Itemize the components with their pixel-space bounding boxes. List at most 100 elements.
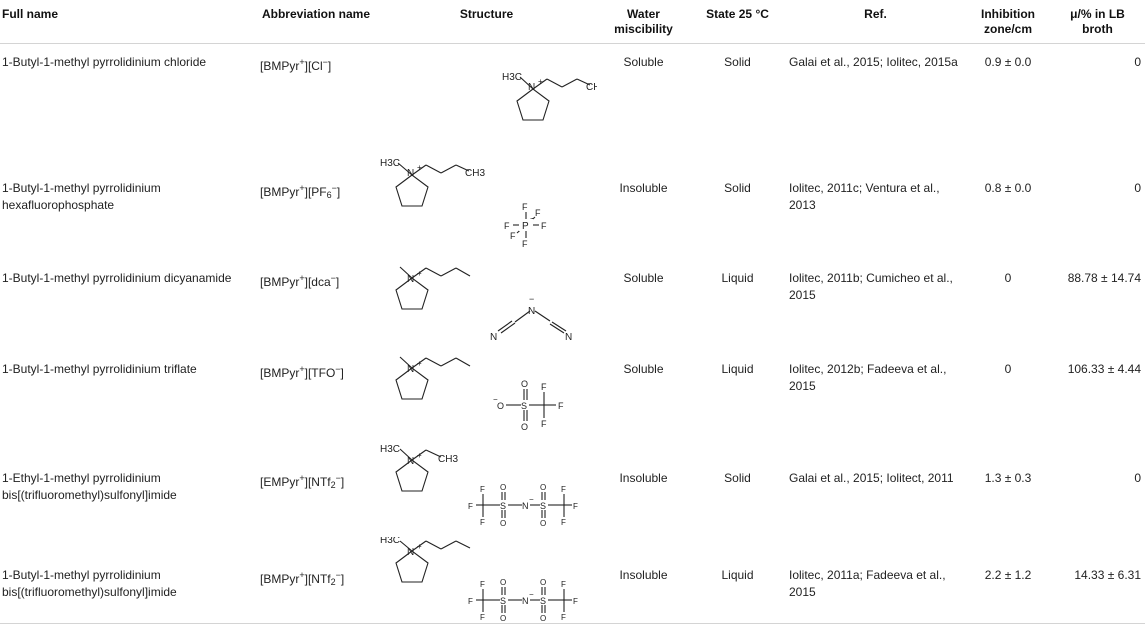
table-row: 1-Butyl-1-methyl pyrrolidinium bis[(trif… [0,537,1145,624]
structure-bmpyr-chloride: H3C N + CH3 Cl [502,72,597,121]
inhibition-cell: 0 [1004,271,1012,285]
full-name-cell: 1-Ethyl-1-methyl pyrrolidinium bis[(trif… [2,471,177,502]
water-miscibility-cell: Soluble [623,55,664,69]
growth-rate-cell: 14.33 ± 6.31 [1050,537,1145,624]
svg-text:−: − [529,294,534,304]
state-cell: Solid [724,471,751,485]
structure-cell: H3C N + F F F S O O N − S O O F F F [376,537,597,624]
water-miscibility-cell: Insoluble [619,181,668,195]
inhibition-cell: 2.2 ± 1.2 [966,537,1050,624]
svg-text:+: + [538,77,543,86]
water-miscibility-cell: Insoluble [619,471,668,485]
header-abbreviation: Abbreviation name [256,0,376,44]
svg-text:O: O [500,519,506,528]
header-ref: Ref. [785,0,966,44]
water-miscibility-cell: Soluble [623,271,664,285]
svg-text:H3C: H3C [380,444,400,455]
svg-text:F: F [573,597,578,606]
water-miscibility-cell: Soluble [623,362,664,376]
svg-text:F: F [504,221,510,231]
table-row: 1-Butyl-1-methyl pyrrolidinium dicyanami… [0,258,1145,348]
svg-text:F: F [522,239,528,249]
structure-empyr-ntf2: H3C N + CH3 F F F S O O N − S O O F F [380,444,578,528]
svg-text:+: + [417,163,422,172]
full-name-cell: 1-Butyl-1-methyl pyrrolidinium hexafluor… [2,181,161,212]
svg-text:F: F [573,502,578,511]
svg-text:F: F [541,419,547,429]
full-name-cell: 1-Butyl-1-methyl pyrrolidinium dicyanami… [2,271,232,285]
svg-text:N: N [407,456,414,467]
svg-text:−: − [529,590,534,599]
svg-text:−: − [529,495,534,504]
ref-cell: Iolitec, 2012b; Fadeeva et al., 2015 [789,362,947,393]
svg-text:F: F [522,202,528,212]
svg-text:N: N [565,332,572,343]
svg-text:F: F [561,580,566,589]
ref-cell: Iolitec, 2011b; Cumicheo et al., 2015 [789,271,953,302]
svg-text:F: F [480,613,485,622]
svg-text:+: + [417,359,422,368]
svg-text:S: S [540,501,546,511]
abbreviation-cell: [BMPyr+][Cl−] [260,57,332,73]
state-cell: Liquid [721,271,754,285]
state-cell: Solid [724,181,751,195]
water-miscibility-cell: Insoluble [597,537,690,624]
growth-rate-cell: 0 [1134,181,1141,195]
structure-bmpyr-ntf2: H3C N + F F F S O O N − S O O F F F [380,537,578,623]
svg-text:N: N [407,547,414,558]
svg-text:O: O [500,578,506,587]
svg-text:F: F [480,485,485,494]
svg-text:F: F [468,502,473,511]
svg-text:F: F [541,221,547,231]
structure-bmpyr-dicyanamide: N + N − N N [395,266,572,343]
svg-text:+: + [417,269,422,278]
full-name-cell: 1-Butyl-1-methyl pyrrolidinium chloride [2,55,207,69]
svg-text:F: F [535,208,541,218]
svg-text:+: + [417,542,422,551]
ref-cell: Galai et al., 2015; Iolitect, 2011 [789,471,954,485]
svg-text:H3C: H3C [380,537,400,546]
structure-bmpyr-pf6: H3C N + CH3 P − F F F F F F [380,158,547,249]
state-cell: Liquid [690,537,785,624]
table-row: 1-Ethyl-1-methyl pyrrolidinium bis[(trif… [0,440,1145,537]
header-structure: Structure [376,0,597,44]
growth-rate-cell: 0 [1134,471,1141,485]
svg-text:O: O [521,379,528,389]
inhibition-cell: 0 [1004,362,1012,376]
svg-text:F: F [561,485,566,494]
svg-text:+: + [417,451,422,460]
svg-text:F: F [558,401,564,411]
abbreviation-cell: [BMPyr+][NTf2−] [256,537,376,624]
svg-text:F: F [541,382,547,392]
svg-text:O: O [540,614,546,623]
svg-text:S: S [500,501,506,511]
svg-text:S: S [521,401,527,411]
header-row: Full name Abbreviation name Structure Wa… [0,0,1145,44]
full-name-cell: 1-Butyl-1-methyl pyrrolidinium triflate [2,362,197,376]
header-state: State 25 °C [690,0,785,44]
svg-text:F: F [561,613,566,622]
state-cell: Liquid [721,362,754,376]
svg-text:N: N [522,501,529,511]
svg-text:CH3: CH3 [438,454,458,465]
table-row: 1-Butyl-1-methyl pyrrolidinium hexafluor… [0,150,1145,258]
svg-text:N: N [528,82,535,93]
svg-text:O: O [521,422,528,432]
svg-text:H3C: H3C [380,158,400,169]
header-full-name: Full name [0,0,256,44]
abbreviation-cell: [BMPyr+][TFO−] [260,364,344,380]
ref-cell: Iolitec, 2011c; Ventura et al., 2013 [789,181,940,212]
structure-bmpyr-triflate: N + O − S O O F F F [395,356,564,432]
svg-text:N: N [490,332,497,343]
full-name-cell: 1-Butyl-1-methyl pyrrolidinium bis[(trif… [0,537,256,624]
ref-cell: Galai et al., 2015; Iolitec, 2015a [789,55,958,69]
structure-cell: N + O − S O O F F F [376,348,597,440]
svg-text:CH3: CH3 [465,168,485,179]
inhibition-cell: 0.9 ± 0.0 [984,55,1032,69]
table-row: 1-Butyl-1-methyl pyrrolidinium chloride … [0,44,1145,151]
svg-text:P: P [522,221,529,232]
structure-cell: H3C N + CH3 Cl [376,44,597,151]
inhibition-cell: 1.3 ± 0.3 [984,471,1032,485]
svg-text:F: F [510,231,516,241]
